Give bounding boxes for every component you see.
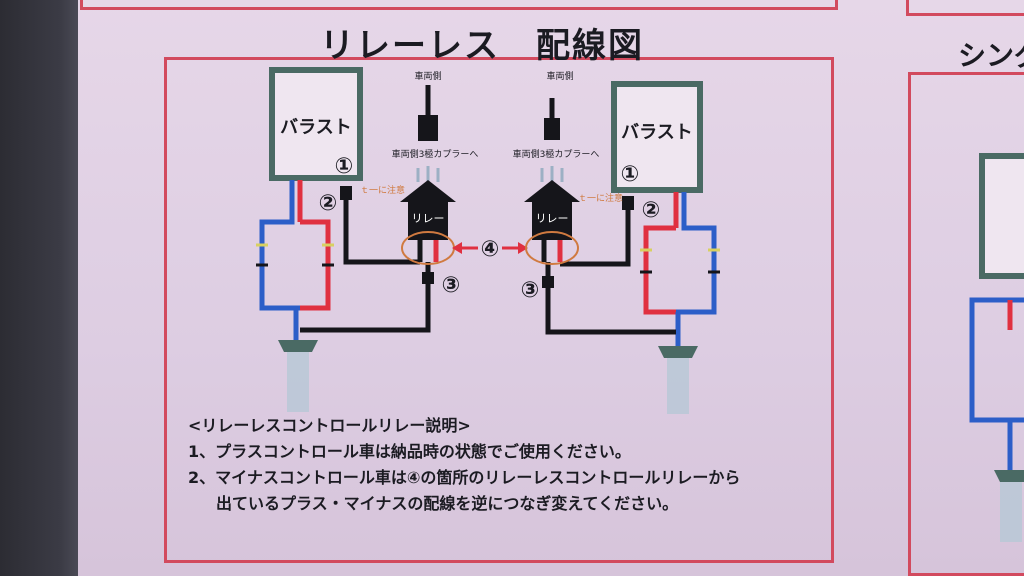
notes-line-3: 出ているプラス・マイナスの配線を逆につなぎ変えてください。: [216, 494, 679, 513]
next-section-title: シング: [958, 39, 1024, 72]
relay-notes: <リレーレスコントロールリレー説明> 1、プラスコントロール車は納品時の状態でご…: [188, 413, 740, 517]
coupler-plug-left: [418, 115, 438, 141]
bulb-left: [287, 352, 309, 412]
ballast-box-left: [269, 67, 363, 181]
ballast-label-left: バラスト: [280, 117, 352, 138]
relay-right: [524, 180, 580, 240]
marker-3-right: ③: [521, 278, 540, 303]
next-diagram-frame: [908, 72, 1024, 576]
marker-circle-right: [525, 231, 579, 265]
upper-frame-right: [906, 0, 1024, 16]
caution-label-right: ｔ一に注意: [578, 192, 623, 204]
marker-3-left: ③: [442, 273, 461, 298]
caution-label-left: ｔ一に注意: [360, 184, 405, 196]
marker-1-right: ①: [621, 162, 640, 187]
coupler-label-right: 車両側3極カプラーへ: [513, 148, 600, 160]
marker-1-left: ①: [335, 154, 354, 179]
coupler-label-left: 車両側3極カプラーへ: [392, 148, 479, 160]
bulb-right: [667, 358, 689, 414]
bulb-base-right: [658, 346, 698, 358]
page-title: リレーレス 配線図: [320, 26, 644, 66]
bulb-base-left: [278, 340, 318, 352]
relay-left: [400, 180, 456, 240]
notes-line-1: 1、プラスコントロール車は納品時の状態でご使用ください。: [188, 442, 631, 461]
ballast-box-next: [979, 153, 1024, 279]
ballast-box-right: [611, 81, 703, 193]
notes-heading: <リレーレスコントロールリレー説明>: [188, 416, 471, 435]
diagram-frame: [164, 57, 834, 563]
vehicle-side-label-left: 車両側: [414, 70, 441, 82]
ballast-label-right: バラスト: [621, 122, 693, 143]
upper-frame: [80, 0, 838, 10]
marker-2-right: ②: [642, 198, 661, 223]
marker-4: ④: [481, 237, 500, 262]
marker-2-left: ②: [319, 191, 338, 216]
vehicle-side-label-right: 車両側: [546, 70, 573, 82]
coupler-plug-right: [544, 118, 560, 140]
relay-label-left: リレー: [412, 212, 445, 225]
relay-label-right: リレー: [536, 212, 569, 225]
notes-line-2: 2、マイナスコントロール車は④の箇所のリレーレスコントロールリレーから: [188, 468, 741, 487]
